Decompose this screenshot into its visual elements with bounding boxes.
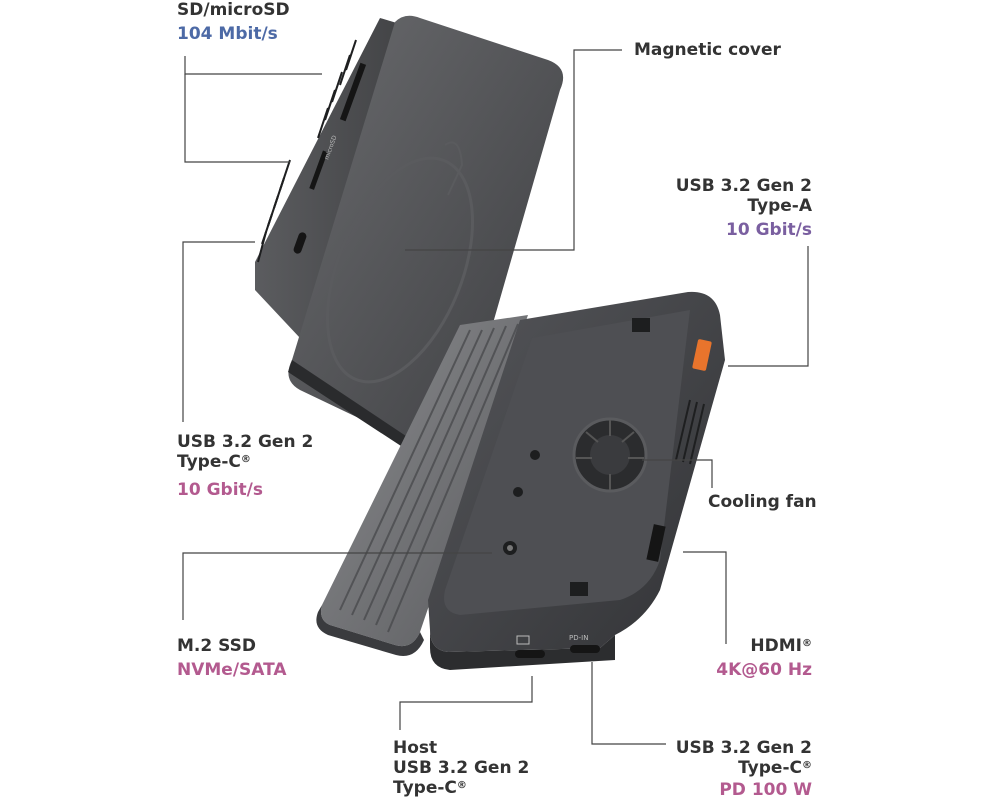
usba-line1: USB 3.2 Gen 2 bbox=[675, 176, 812, 196]
callout-sd: SD/microSD 104 Mbit/s bbox=[177, 0, 290, 44]
leader-m2 bbox=[182, 552, 492, 620]
callout-magnetic: Magnetic cover bbox=[634, 40, 781, 60]
usbc-line2: Type-C bbox=[177, 452, 241, 472]
sd-spec: 104 Mbit/s bbox=[177, 24, 278, 44]
leader-magnetic bbox=[405, 49, 622, 251]
magnetic-cover bbox=[255, 15, 564, 466]
leader-fan bbox=[642, 459, 713, 488]
usba-spec: 10 Gbit/s bbox=[726, 220, 812, 240]
fan-title: Cooling fan bbox=[708, 492, 817, 512]
callout-hdmi: HDMI® 4K@60 Hz bbox=[692, 636, 812, 680]
usb-c-port-icon bbox=[293, 232, 307, 254]
usb-a-port bbox=[692, 339, 712, 371]
m2-title: M.2 SSD bbox=[177, 636, 256, 656]
callout-host: Host USB 3.2 Gen 2 Type-C® bbox=[393, 738, 529, 798]
callout-usbc: USB 3.2 Gen 2 Type-C® 10 Gbit/s bbox=[177, 432, 313, 500]
host-line2: USB 3.2 Gen 2 bbox=[393, 758, 530, 778]
card-slot-icon bbox=[339, 62, 367, 122]
pd-spec: PD 100 W bbox=[719, 780, 812, 800]
vent-slots bbox=[257, 39, 357, 263]
pd-line2: Type-C bbox=[738, 758, 802, 778]
leader-sd bbox=[184, 56, 322, 75]
pd-reg: ® bbox=[802, 760, 812, 771]
usb-c-pd-port bbox=[570, 645, 600, 653]
usbc-spec: 10 Gbit/s bbox=[177, 480, 263, 500]
m2-spec: NVMe/SATA bbox=[177, 660, 287, 680]
leader-usbc bbox=[182, 241, 255, 422]
usbc-reg: ® bbox=[240, 454, 251, 465]
usbc-line1: USB 3.2 Gen 2 bbox=[177, 432, 314, 452]
host-line1: Host bbox=[393, 738, 438, 758]
sd-title: SD/microSD bbox=[177, 0, 290, 20]
pd-in-label: PD-IN bbox=[569, 634, 588, 642]
heatsink-plate bbox=[316, 315, 528, 656]
leader-hdmi bbox=[683, 551, 727, 644]
hdmi-title: HDMI bbox=[750, 636, 802, 656]
pd-line1: USB 3.2 Gen 2 bbox=[675, 738, 812, 758]
leader-host bbox=[399, 676, 533, 730]
callout-lines bbox=[182, 49, 809, 745]
host-line3: Type-C bbox=[393, 778, 457, 798]
leader-sd-2 bbox=[184, 74, 290, 163]
monitor-icon bbox=[516, 635, 530, 645]
magnetic-title: Magnetic cover bbox=[634, 40, 781, 60]
hdmi-reg: ® bbox=[802, 638, 812, 649]
leader-usba bbox=[728, 246, 809, 367]
callout-fan: Cooling fan bbox=[708, 492, 817, 512]
hdmi-spec: 4K@60 Hz bbox=[716, 660, 812, 680]
callout-m2: M.2 SSD NVMe/SATA bbox=[177, 636, 287, 680]
leader-pd bbox=[591, 662, 666, 745]
callout-pd: USB 3.2 Gen 2 Type-C® PD 100 W bbox=[640, 738, 812, 800]
callout-usba: USB 3.2 Gen 2 Type-A 10 Gbit/s bbox=[640, 176, 812, 240]
usb-c-host-port bbox=[515, 650, 545, 658]
host-reg: ® bbox=[456, 780, 467, 791]
hdmi-port bbox=[646, 524, 666, 562]
fan-icon bbox=[572, 417, 648, 493]
usba-line2: Type-A bbox=[747, 196, 812, 216]
base-enclosure: PD-IN microSD bbox=[323, 134, 725, 670]
